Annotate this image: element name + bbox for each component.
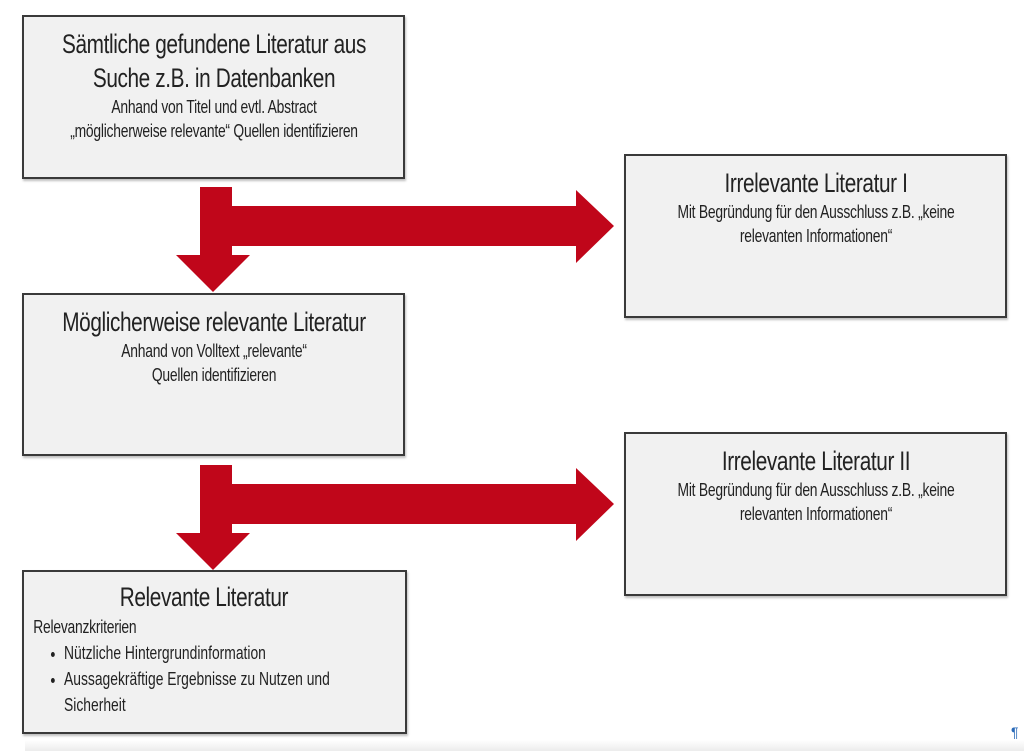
list-item: Nützliche Hintergrundinformation <box>64 640 387 666</box>
arrow-down-1 <box>176 187 250 292</box>
box-irrelevant-1: Irrelevante Literatur I Mit Begründung f… <box>624 154 1007 318</box>
page-edge <box>25 740 1024 751</box>
box-title: Irrelevante Literatur I <box>724 168 907 198</box>
box-text: „möglicherweise relevante“ Quellen ident… <box>69 121 358 141</box>
paragraph-mark-icon: ¶ <box>1011 724 1019 740</box>
box-possibly-relevant: Möglicherweise relevante Literatur Anhan… <box>22 293 405 456</box>
box-title: Möglicherweise relevante Literatur <box>61 307 366 337</box>
criteria-label: Relevanzkriterien <box>33 617 137 637</box>
list-item: Aussagekräftige Ergebnisse zu Nutzen und… <box>64 666 387 718</box>
box-all-literature: Sämtliche gefundene Literatur aus Suche … <box>22 15 405 179</box>
criteria-list: Nützliche Hintergrundinformation Aussage… <box>33 640 387 718</box>
arrow-right-1 <box>232 190 614 263</box>
box-text: Mit Begründung für den Ausschluss z.B. „… <box>677 202 954 246</box>
box-title: Relevante Literatur <box>119 582 289 612</box>
box-title: Irrelevante Literatur II <box>721 446 910 476</box>
box-irrelevant-2: Irrelevante Literatur II Mit Begründung … <box>624 432 1007 596</box>
box-text: Mit Begründung für den Ausschluss z.B. „… <box>677 480 954 524</box>
arrow-right-2 <box>232 468 614 541</box>
box-title: Sämtliche gefundene Literatur aus Suche … <box>61 29 366 93</box>
arrow-down-2 <box>176 465 250 570</box>
box-relevant: Relevante Literatur Relevanzkriterien Nü… <box>22 570 407 734</box>
box-text: Anhand von Titel und evtl. Abstract <box>110 97 317 117</box>
box-text: Anhand von Volltext „relevante“ Quellen … <box>120 341 307 385</box>
